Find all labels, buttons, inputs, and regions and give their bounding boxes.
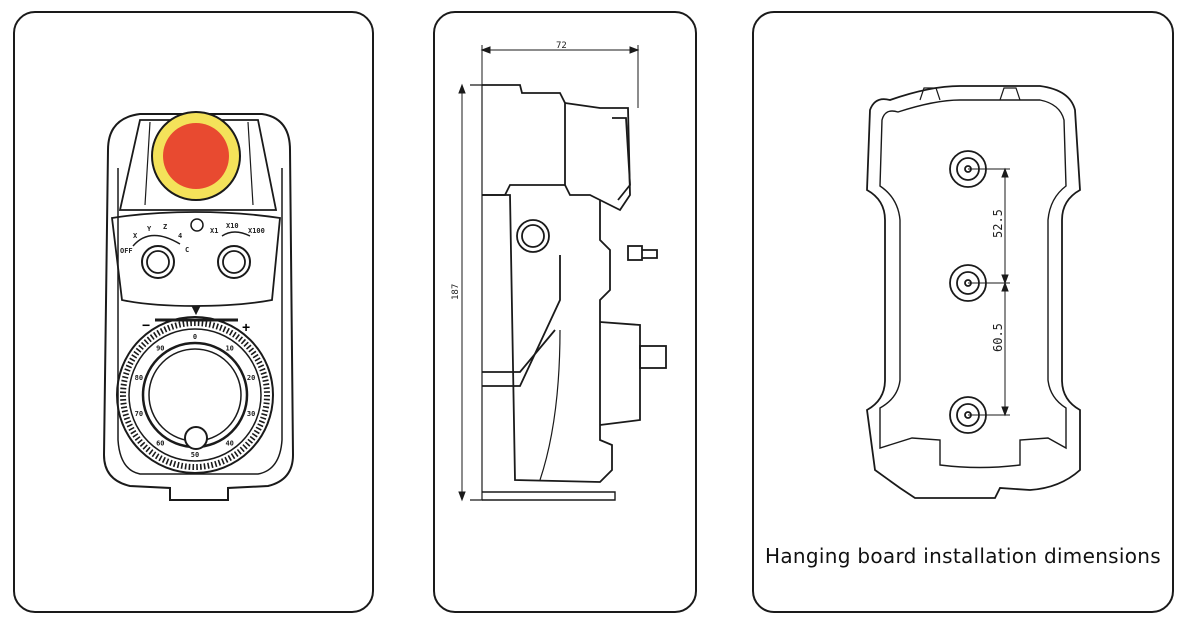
minus-label: − <box>142 317 150 333</box>
dial-number: 30 <box>247 410 255 418</box>
axis-label-y: Y <box>147 225 152 233</box>
axis-label-c: C <box>185 246 189 254</box>
dial-number: 60 <box>156 440 164 448</box>
side-view <box>470 84 667 501</box>
axis-label-off: OFF <box>120 247 133 255</box>
axis-label-4: 4 <box>178 232 182 240</box>
step-label-x1: X1 <box>210 227 218 235</box>
step-label-x10: X10 <box>226 222 239 230</box>
dial-number: 90 <box>156 344 164 352</box>
plus-label: + <box>242 319 250 335</box>
lower-spacing-dimension: 60.5 <box>991 323 1005 352</box>
width-dimension: 72 <box>556 41 567 51</box>
step-label-x100: X100 <box>248 227 265 235</box>
estop-button <box>163 123 229 189</box>
back-view-panel <box>752 11 1174 613</box>
back-view <box>866 85 1081 499</box>
dial-number: 50 <box>191 451 199 459</box>
back-dimension-lines <box>968 167 1010 417</box>
axis-label-z: Z <box>163 223 167 231</box>
dial-number: 10 <box>225 344 233 352</box>
axis-label-x: X <box>133 232 138 240</box>
upper-spacing-dimension: 52.5 <box>991 209 1005 238</box>
front-view <box>102 113 295 501</box>
height-dimension: 187 <box>451 284 461 300</box>
dial-number: 80 <box>135 374 143 382</box>
dial-number: 0 <box>193 333 197 341</box>
caption: Hanging board installation dimensions <box>765 544 1161 568</box>
side-dimension-lines <box>458 45 640 502</box>
dial-number: 70 <box>135 410 143 418</box>
dial-numbers: 0 10 20 30 40 50 60 70 80 90 <box>135 333 256 459</box>
dial-number: 40 <box>225 440 233 448</box>
dial-number: 20 <box>247 374 255 382</box>
